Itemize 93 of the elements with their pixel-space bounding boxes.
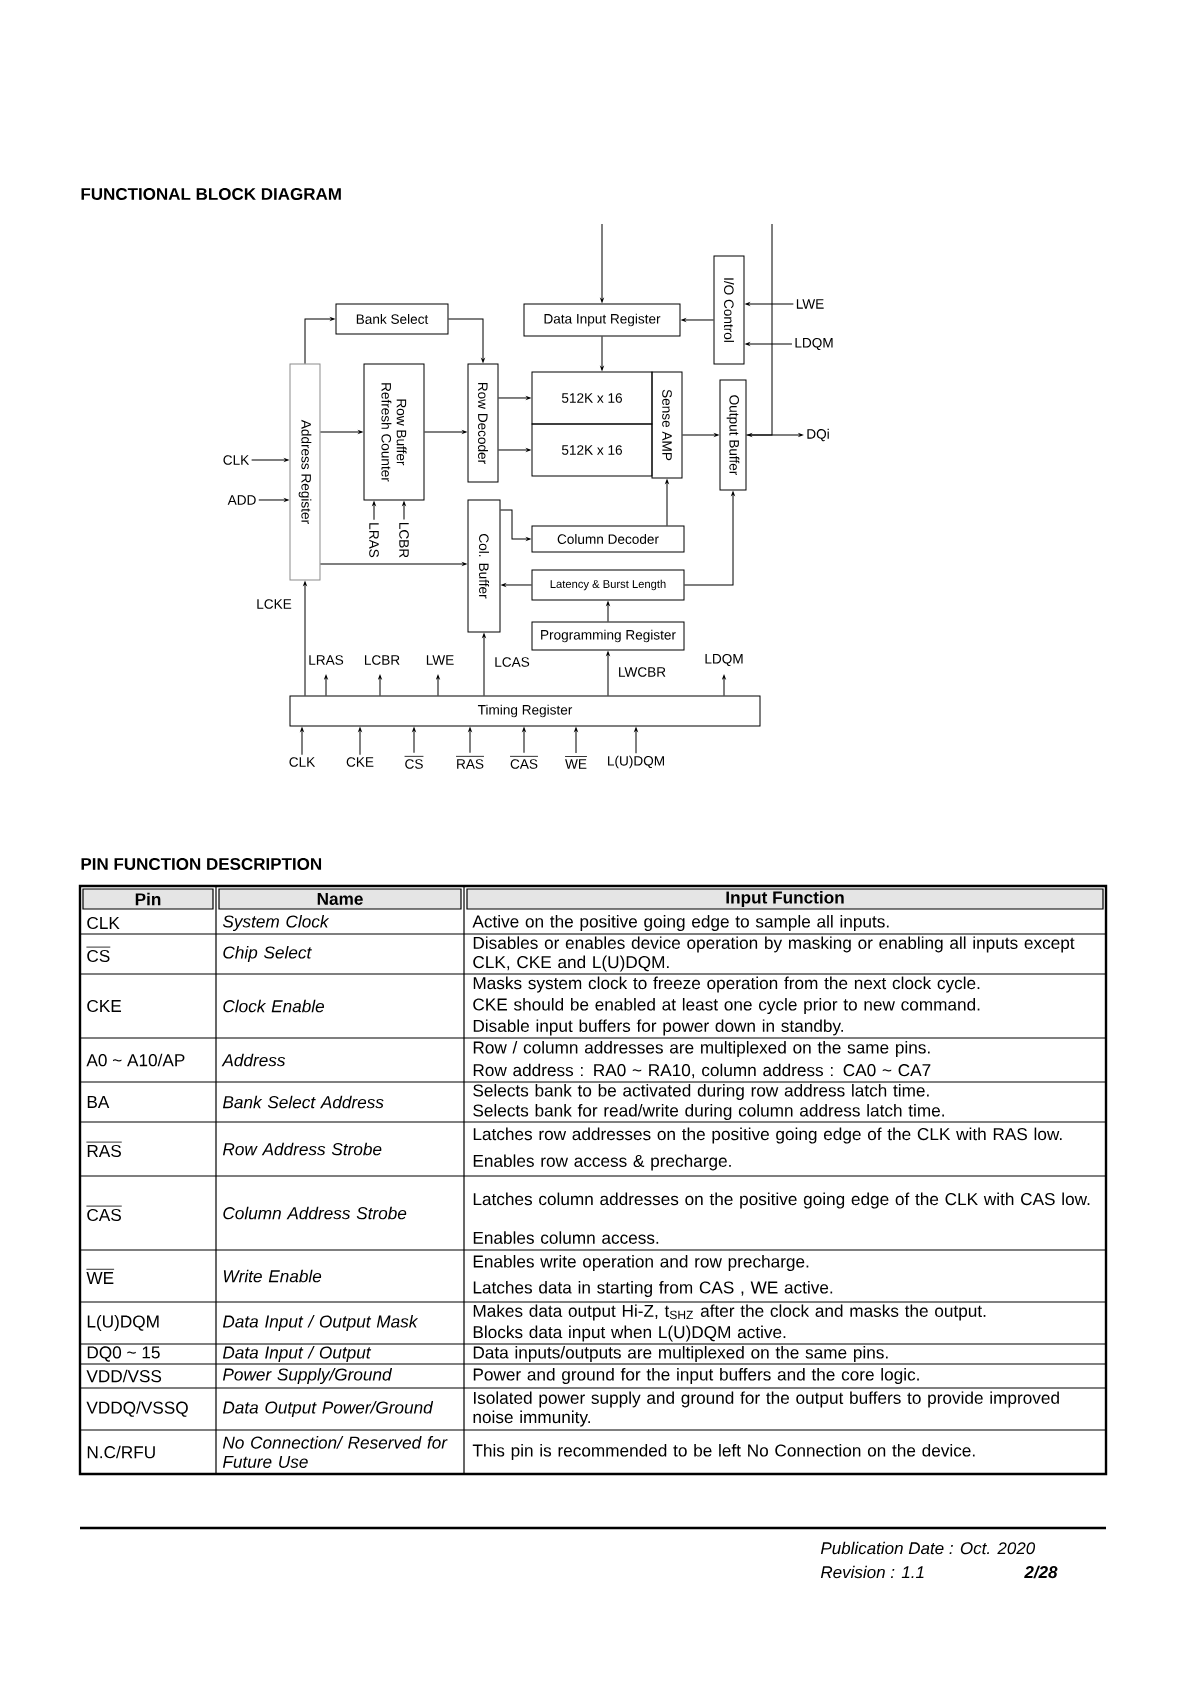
pin-label: N.C/RFU [87,1445,155,1459]
arrow [358,727,362,756]
arrow [303,581,307,696]
arrow [402,501,406,520]
function-text: This pin is recommended to be left No Connection on the device. [472,1444,975,1460]
signal-name: Address [221,1053,286,1067]
function-text: Enables column access. [473,1231,659,1244]
arrow [258,498,289,502]
function-text: Power and ground for the input buffers and the core logic. [473,1368,919,1384]
function-text: Disables or enables device operation by masking or enabling all inputs except CLK, CKE and L(U)DQM. [473,936,1075,972]
arrow [501,583,532,587]
signal-name: Chip Select [223,946,312,962]
function-text: Latches data in starting from CAS , WE active. [473,1281,833,1297]
arrow [684,491,735,586]
arrow [574,727,578,754]
arrow [324,674,328,696]
signal-name: Data Input / Output Mask [222,1315,419,1331]
signal-name: Power Supply/Ground [222,1368,393,1384]
arrow [745,302,794,306]
pin-label: CKE [87,999,121,1013]
arrow [320,562,467,566]
function-text: Enables row access & precharge. [473,1154,731,1171]
arrow [320,430,363,434]
arrow [448,318,485,363]
signal-name: Write Enable [223,1269,322,1283]
signal-name: System Clock [222,915,330,931]
section-heading: PIN FUNCTION DESCRIPTION [81,858,322,870]
arrow [412,727,416,754]
function-text: Makes data output Hi-Z, t$_{SHZ}$ after the clock and masks the output. [473,1304,986,1321]
function-text: CKE should be enabled at least one cycle prior to new command. [473,998,980,1014]
function-text: Row address : RA0 ~ RA10, column address : CA0 ~ CA7 [473,1063,931,1079]
pin-label: WE [86,1268,115,1284]
function-text: Blocks data input when L(U)DQM active. [473,1325,786,1342]
arrow [436,674,440,696]
arrow [665,479,669,526]
pin-label: L(U)DQM [87,1315,159,1331]
arrow [722,674,726,696]
pin-label: A0 ~ A10/AP [86,1053,185,1067]
arrow [424,430,467,434]
function-text: Isolated power supply and ground for the output buffers to provide improved noise immunity. [473,1391,1059,1427]
arrow [500,509,531,541]
pin-label: CLK [87,916,120,930]
arrow [372,501,376,521]
arrow [251,458,289,462]
function-text: Latches column addresses on the positive going edge of the CLK with CAS low. [473,1192,1090,1209]
signal-name: Data Input / Output [222,1346,372,1362]
function-text: Disable input buffers for power down in standby. [473,1019,843,1036]
arrow [745,342,793,346]
arrow [682,433,719,437]
function-text: Active on the positive going edge to sample all inputs. [472,915,889,931]
arrow [522,727,526,754]
function-text: Masks system clock to freeze operation from the next clock cycle. [473,976,980,993]
function-text: Latches row addresses on the positive going edge of the CLK with RAS low. [473,1127,1062,1144]
pin-label: DQ0 ~ 15 [87,1346,160,1362]
arrow [378,674,382,696]
arrow [498,396,531,400]
function-text: Data inputs/outputs are multiplexed on the same pins. [473,1346,888,1362]
arrow [681,318,714,322]
arrow [606,651,610,696]
arrow [300,727,304,756]
pin-label: CAS [86,1205,123,1222]
function-text: Row / column addresses are multiplexed on the same pins. [473,1041,930,1057]
footer-text: Revision : 1.1 [820,1565,924,1579]
arrow [468,727,472,754]
footer-text: 2/28 [1024,1565,1058,1579]
footer-text: Publication Date : Oct. 2020 [820,1541,1036,1555]
function-text: Selects bank to be activated during row address latch time. [473,1084,929,1100]
pin-label: VDDQ/VSSQ [86,1401,188,1417]
arrow [634,727,638,754]
column-header: Name [218,888,462,910]
signal-name: Clock Enable [223,999,324,1013]
column-header: Input Function [466,888,1104,910]
pin-label: BA [87,1096,110,1108]
function-text: Selects bank for read/write during column address latch time. [473,1104,944,1120]
column-header: Pin [82,888,214,910]
function-text: Enables write operation and row precharge. [473,1255,809,1271]
arrow [600,223,604,303]
arrow [746,433,803,437]
pin-label: CS [86,946,111,963]
arrow [304,317,335,364]
signal-name: Bank Select Address [222,1095,384,1109]
arrow [606,601,610,622]
signal-name: Data Output Power/Ground [222,1401,434,1417]
pin-label: VDD/VSS [86,1369,162,1383]
signal-name: No Connection/ Reserved for Future Use [222,1436,448,1468]
arrow [600,336,604,371]
pin-label: RAS [86,1141,123,1158]
section-heading: FUNCTIONAL BLOCK DIAGRAM [81,188,341,200]
arrow [747,223,773,437]
signal-name: Row Address Strobe [222,1142,382,1156]
arrow [498,448,531,452]
signal-name: Column Address Strobe [223,1206,407,1220]
arrow [482,633,486,696]
